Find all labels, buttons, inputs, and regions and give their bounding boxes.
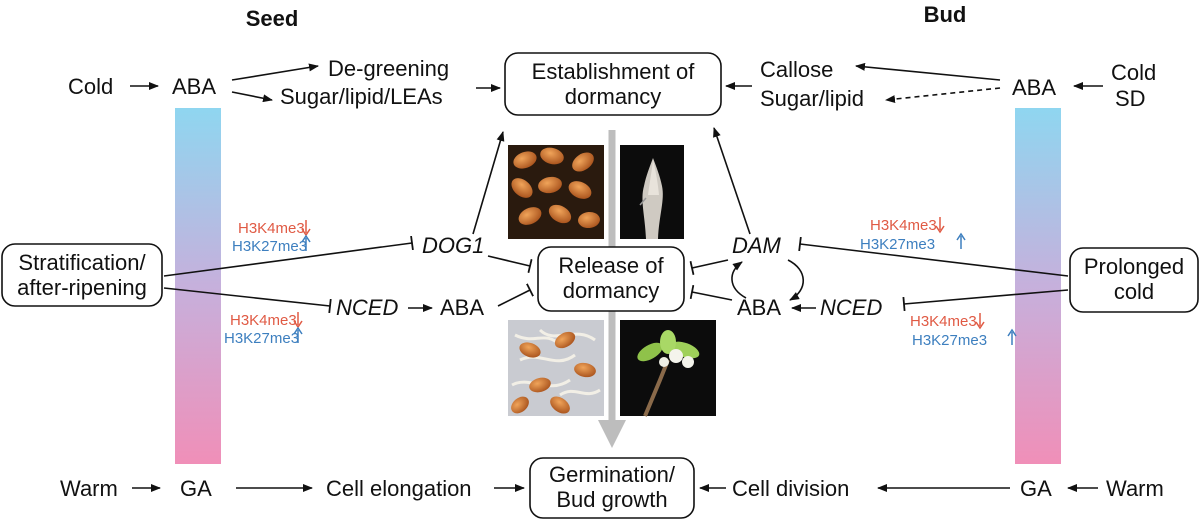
h3k4-seed-lower: H3K4me3 <box>230 312 297 329</box>
germinating-seeds-photo <box>508 320 604 416</box>
seed-degreening: De-greening <box>328 56 449 81</box>
seed-dog1: DOG1 <box>422 233 484 258</box>
release-line1: Release of <box>558 253 664 278</box>
h3k4-seed-upper: H3K4me3 <box>238 220 305 237</box>
seed-aba-lower: ABA <box>440 295 484 320</box>
down-arrow-icon <box>975 313 985 330</box>
germination-line1: Germination/ <box>549 462 676 487</box>
h3k27-seed-upper: H3K27me3 <box>232 238 307 255</box>
dormant-seeds-photo <box>508 145 604 239</box>
h3k4-bud-lower: H3K4me3 <box>910 313 977 330</box>
seed-ga: GA <box>180 476 212 501</box>
bud-dam: DAM <box>732 233 782 258</box>
prolonged-cold-box <box>1069 247 1199 313</box>
prolonged-cold-line2: cold <box>1114 279 1154 304</box>
seed-cell-elongation: Cell elongation <box>326 476 472 501</box>
bud-arrows <box>689 62 1103 492</box>
bud-callose: Callose <box>760 57 833 82</box>
seed-warm: Warm <box>60 476 118 501</box>
bud-ga: GA <box>1020 476 1052 501</box>
h3k27-bud-upper: H3K27me3 <box>860 236 935 253</box>
up-arrow-icon <box>956 232 966 249</box>
stratification-line2: after-ripening <box>17 275 147 300</box>
establishment-line2: dormancy <box>565 84 662 109</box>
bud-cold: Cold <box>1111 60 1156 85</box>
seed-aba: ABA <box>172 74 216 99</box>
seed-nced: NCED <box>336 295 398 320</box>
h3k4-bud-upper: H3K4me3 <box>870 217 937 234</box>
bud-nced: NCED <box>820 295 882 320</box>
down-arrow-icon <box>935 217 945 234</box>
seed-cold: Cold <box>68 74 113 99</box>
stratification-box <box>1 243 163 307</box>
germination-box <box>529 457 695 519</box>
release-line2: dormancy <box>563 278 660 303</box>
seed-gradient-bar <box>175 108 221 464</box>
up-arrow-icon <box>301 234 311 251</box>
dormant-bud-photo <box>620 145 684 239</box>
establishment-line1: Establishment of <box>532 59 696 84</box>
bud-cell-division: Cell division <box>732 476 849 501</box>
bud-aba: ABA <box>1012 75 1056 100</box>
seed-arrows <box>130 63 534 492</box>
bud-burst-photo <box>620 320 716 417</box>
bud-sd: SD <box>1115 86 1146 111</box>
seed-header: Seed <box>246 6 299 31</box>
prolonged-cold-line1: Prolonged <box>1084 254 1184 279</box>
up-arrow-icon <box>293 326 303 343</box>
h3k27-seed-lower: H3K27me3 <box>224 330 299 347</box>
up-arrow-icon <box>1007 328 1017 345</box>
bud-gradient-bar <box>1015 108 1061 464</box>
bud-aba-lower: ABA <box>737 295 781 320</box>
seed-sugar-lipid-leas: Sugar/lipid/LEAs <box>280 84 443 109</box>
stratification-line1: Stratification/ <box>18 250 146 275</box>
center-arrowhead <box>598 420 626 448</box>
germination-line2: Bud growth <box>556 487 667 512</box>
release-box <box>537 246 685 312</box>
bud-header: Bud <box>924 2 967 27</box>
h3k27-bud-lower: H3K27me3 <box>912 332 987 349</box>
bud-sugar-lipid: Sugar/lipid <box>760 86 864 111</box>
bud-warm: Warm <box>1106 476 1164 501</box>
trend-arrows <box>293 217 1017 345</box>
establishment-box <box>504 52 722 116</box>
